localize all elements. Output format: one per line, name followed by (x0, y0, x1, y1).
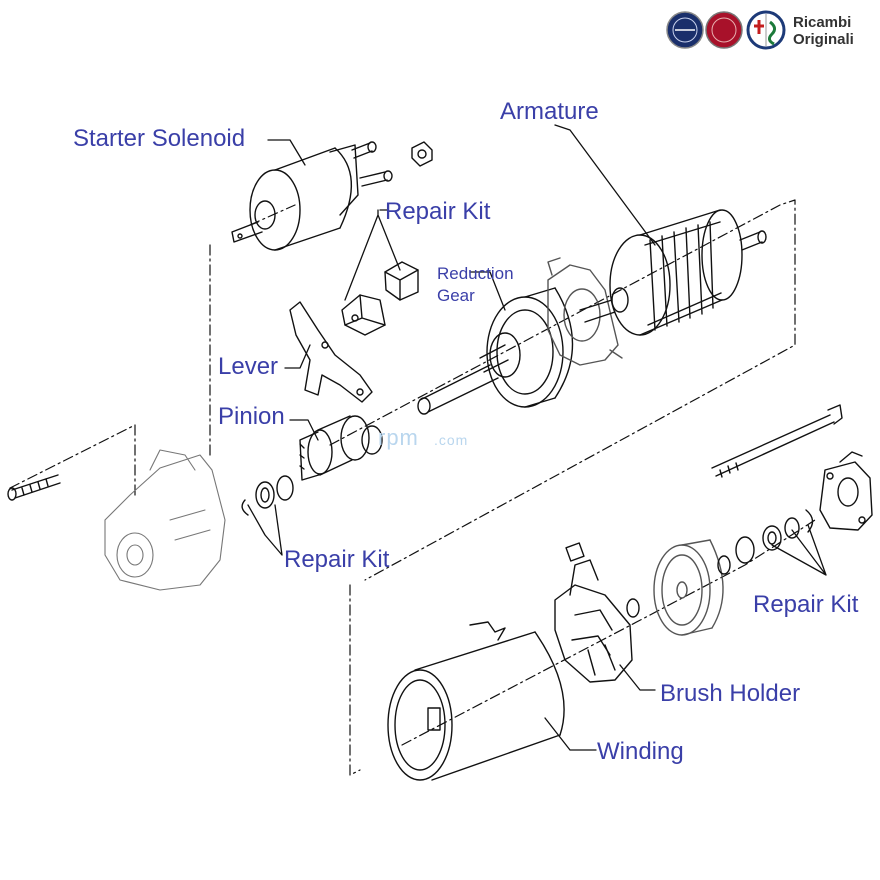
housing-bolt-left (7, 474, 61, 501)
drive-end-housing (104, 449, 226, 591)
terminal-nut (411, 141, 433, 167)
label-pinion: Pinion (218, 403, 285, 430)
watermark-domain: .com (434, 432, 469, 448)
label-gear: Gear (437, 286, 475, 305)
drive-shaft-and-reduction-gear (417, 287, 574, 415)
end-plate-repair-kit-washers (626, 509, 814, 618)
brush-holder-part (554, 542, 633, 683)
label-lever: Lever (218, 353, 279, 380)
label-repair-kit-solenoid: Repair Kit (385, 198, 491, 225)
label-repair-kit-end-plate: Repair Kit (753, 591, 859, 618)
pinion-repair-kit-rings (241, 475, 294, 516)
alfa-romeo-logo (746, 10, 786, 50)
label-starter-solenoid: Starter Solenoid (73, 125, 246, 152)
armature-part (579, 209, 767, 336)
starter-solenoid-part (231, 141, 393, 251)
label-winding: Winding (597, 738, 684, 765)
field-winding-part (387, 621, 565, 781)
solenoid-repair-kit-parts (341, 261, 419, 336)
label-armature: Armature (500, 98, 599, 125)
brand-text-ricambi: Ricambi (793, 14, 852, 31)
brand-logos (666, 10, 786, 50)
fiat-logo (705, 11, 743, 49)
brand-text-originali: Originali (793, 31, 854, 48)
label-leader-lines (247, 124, 827, 751)
lancia-logo (666, 11, 704, 49)
pinion-assembly-part (299, 415, 383, 481)
label-repair-kit-pinion: Repair Kit (284, 546, 390, 573)
end-cap-part (819, 451, 873, 531)
commutator-end-plate (653, 539, 724, 636)
label-reduction: Reduction (437, 264, 514, 283)
shift-lever-part (289, 301, 373, 403)
label-brush-holder: Brush Holder (660, 680, 801, 707)
through-bolt-right (711, 404, 843, 478)
watermark-rpm: rpm (378, 425, 419, 450)
planetary-gear-plate (547, 257, 623, 366)
